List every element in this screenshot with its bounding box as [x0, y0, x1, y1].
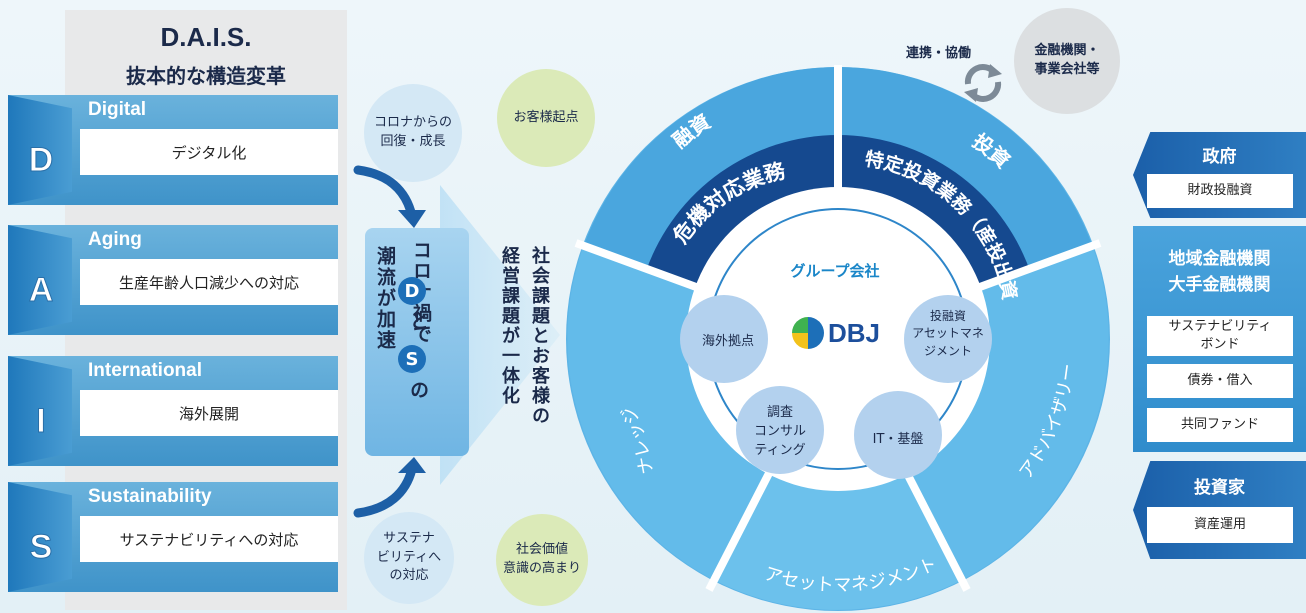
item-text: ボンド: [1200, 337, 1240, 352]
node-investment: [904, 295, 992, 383]
block-item: 財政投融資: [1147, 174, 1293, 208]
node-text: ジメント: [923, 343, 972, 358]
dbj-logo-icon: [792, 317, 824, 349]
driver-text: の対応: [389, 568, 429, 584]
block-title: 地域金融機関: [1168, 249, 1271, 269]
dais-title: D.A.I.S.: [160, 22, 252, 52]
block-title: 投資家: [1194, 478, 1245, 498]
row-letter: D: [28, 141, 54, 180]
partners-circle: 金融機関・事業会社等: [1014, 8, 1120, 114]
row-letter: I: [36, 402, 46, 441]
pillar-and: と: [407, 311, 429, 330]
arrow-up-icon: [353, 457, 426, 518]
driver-text: サステナ: [383, 530, 435, 546]
coop-label: 連携・協働: [906, 46, 972, 61]
driver-text: 意識の高まり: [502, 561, 581, 576]
item-text: サステナビリティ: [1168, 319, 1272, 335]
driver-social-value: 社会価値意識の高まり: [496, 514, 588, 606]
node-it-label: IT・基盤: [872, 432, 924, 447]
node-text: ティング: [754, 442, 806, 458]
node-research: [736, 386, 824, 474]
pillar-text-2: 潮流が加速: [374, 246, 396, 351]
driver-text: ビリティへ: [376, 549, 442, 565]
row-description: サステナビリティへの対応: [80, 516, 338, 562]
partners-text: 金融機関・: [1034, 43, 1100, 59]
block-title: 政府: [1202, 147, 1237, 167]
node-research-label: 調査 コンサル ティング: [732, 404, 828, 461]
financial-institutions-block: 地域金融機関 大手金融機関 サステナビリティボンド 債券・借入 共同ファンド: [1133, 226, 1306, 452]
pillar-dot-s: S: [398, 345, 426, 373]
row-description: 海外展開: [80, 390, 338, 436]
row-letter: A: [28, 271, 54, 310]
business-wheel: 融資 危機対応業務 投資 特定投資業務（産投出資） アセットマネジメント ナレッ…: [564, 65, 1110, 611]
node-overseas-label: 海外拠点: [701, 334, 754, 349]
dbj-logo-text: DBJ: [828, 318, 881, 348]
dais-row-international: I International 海外展開: [8, 356, 338, 466]
row-description: 生産年齢人口減少への対応: [80, 259, 338, 305]
node-text: アセットマネ: [912, 326, 984, 341]
driver-text: 社会価値: [515, 542, 568, 558]
partners-text: 事業会社等: [1034, 62, 1100, 77]
driver-text: コロナからの: [373, 115, 452, 131]
driver-customer-first: お客様起点: [497, 69, 595, 167]
node-text: 投融資: [929, 309, 966, 323]
group-companies-title: グループ会社: [790, 262, 880, 280]
driver-text: お客様起点: [513, 109, 579, 125]
driver-sustainability: サステナビリティへの対応: [364, 512, 454, 604]
pillar-no: の: [407, 380, 429, 399]
node-text: 調査: [766, 405, 793, 420]
wedge-text-2: 経営課題が一体化: [499, 246, 520, 406]
dais-row-aging: A Aging 生産年齢人口減少への対応: [8, 225, 338, 335]
cycle-arrows-icon: [964, 64, 1002, 102]
row-tab: [8, 356, 72, 466]
government-block: 政府 財政投融資: [1133, 132, 1306, 218]
investor-block: 投資家 資産運用: [1133, 461, 1306, 559]
row-label: International: [88, 360, 203, 381]
acceleration-pillar: [365, 228, 469, 456]
node-it: [854, 391, 942, 479]
dais-subtitle: 抜本的な構造変革: [126, 64, 286, 88]
block-title: 大手金融機関: [1168, 275, 1271, 295]
block-item: 債券・借入: [1147, 364, 1293, 398]
dais-row-digital: D Digital デジタル化: [8, 95, 338, 205]
pillar-dot-d: D: [398, 277, 426, 305]
row-letter: S: [29, 528, 53, 567]
arrow-down-icon: [353, 165, 426, 228]
driver-text: 回復・成長: [380, 134, 446, 149]
row-description: デジタル化: [80, 129, 338, 175]
block-item: 共同ファンド: [1147, 408, 1293, 442]
row-label: Digital: [88, 99, 147, 120]
node-overseas: [680, 295, 768, 383]
block-item: 資産運用: [1147, 507, 1293, 543]
block-item: サステナビリティボンド: [1147, 316, 1293, 356]
driver-corona-recovery: コロナからの回復・成長: [364, 84, 462, 182]
wedge-text-1: 社会課題とお客様の: [529, 246, 550, 426]
dais-row-sustainability: S Sustainability サステナビリティへの対応: [8, 482, 338, 592]
row-tab: [8, 225, 72, 335]
row-tab: [8, 95, 72, 205]
node-investment-label: 投融資 アセットマネ ジメント: [900, 308, 996, 360]
row-label: Sustainability: [88, 486, 212, 507]
row-tab: [8, 482, 72, 592]
row-label: Aging: [88, 229, 142, 250]
node-text: コンサル: [753, 423, 806, 439]
